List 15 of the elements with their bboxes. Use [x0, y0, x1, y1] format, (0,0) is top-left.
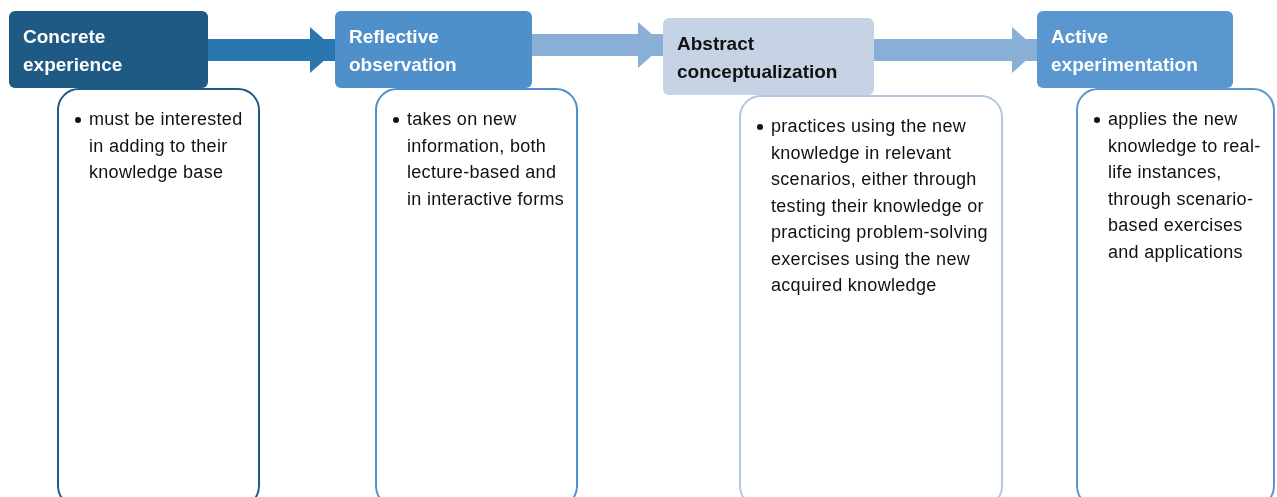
block-arrow	[874, 27, 1038, 73]
block-arrow	[208, 27, 336, 73]
text-card	[57, 88, 260, 497]
text-card	[375, 88, 578, 497]
step-header: Reflective observation	[335, 11, 532, 88]
bullet-text: applies the new knowledge to real-life instances, through scenario-based exercises and applications	[1108, 109, 1261, 262]
text-card	[739, 95, 1003, 497]
block-arrow	[532, 22, 664, 68]
bullet-text: takes on new information, both lecture-based and in interactive forms	[407, 109, 565, 209]
text-card	[1076, 88, 1275, 497]
bullet-text: must be interested in adding to their knowledge base	[89, 109, 243, 182]
step-header: Concrete experience	[9, 11, 208, 88]
step-header: Abstract conceptualization	[663, 18, 874, 95]
step-header: Active experimentation	[1037, 11, 1233, 88]
bullet-text: practices using the new knowledge in relevant scenarios, either through testing their knowledge or practicing problem-solving exercises using the new acquired knowledge	[771, 116, 988, 295]
